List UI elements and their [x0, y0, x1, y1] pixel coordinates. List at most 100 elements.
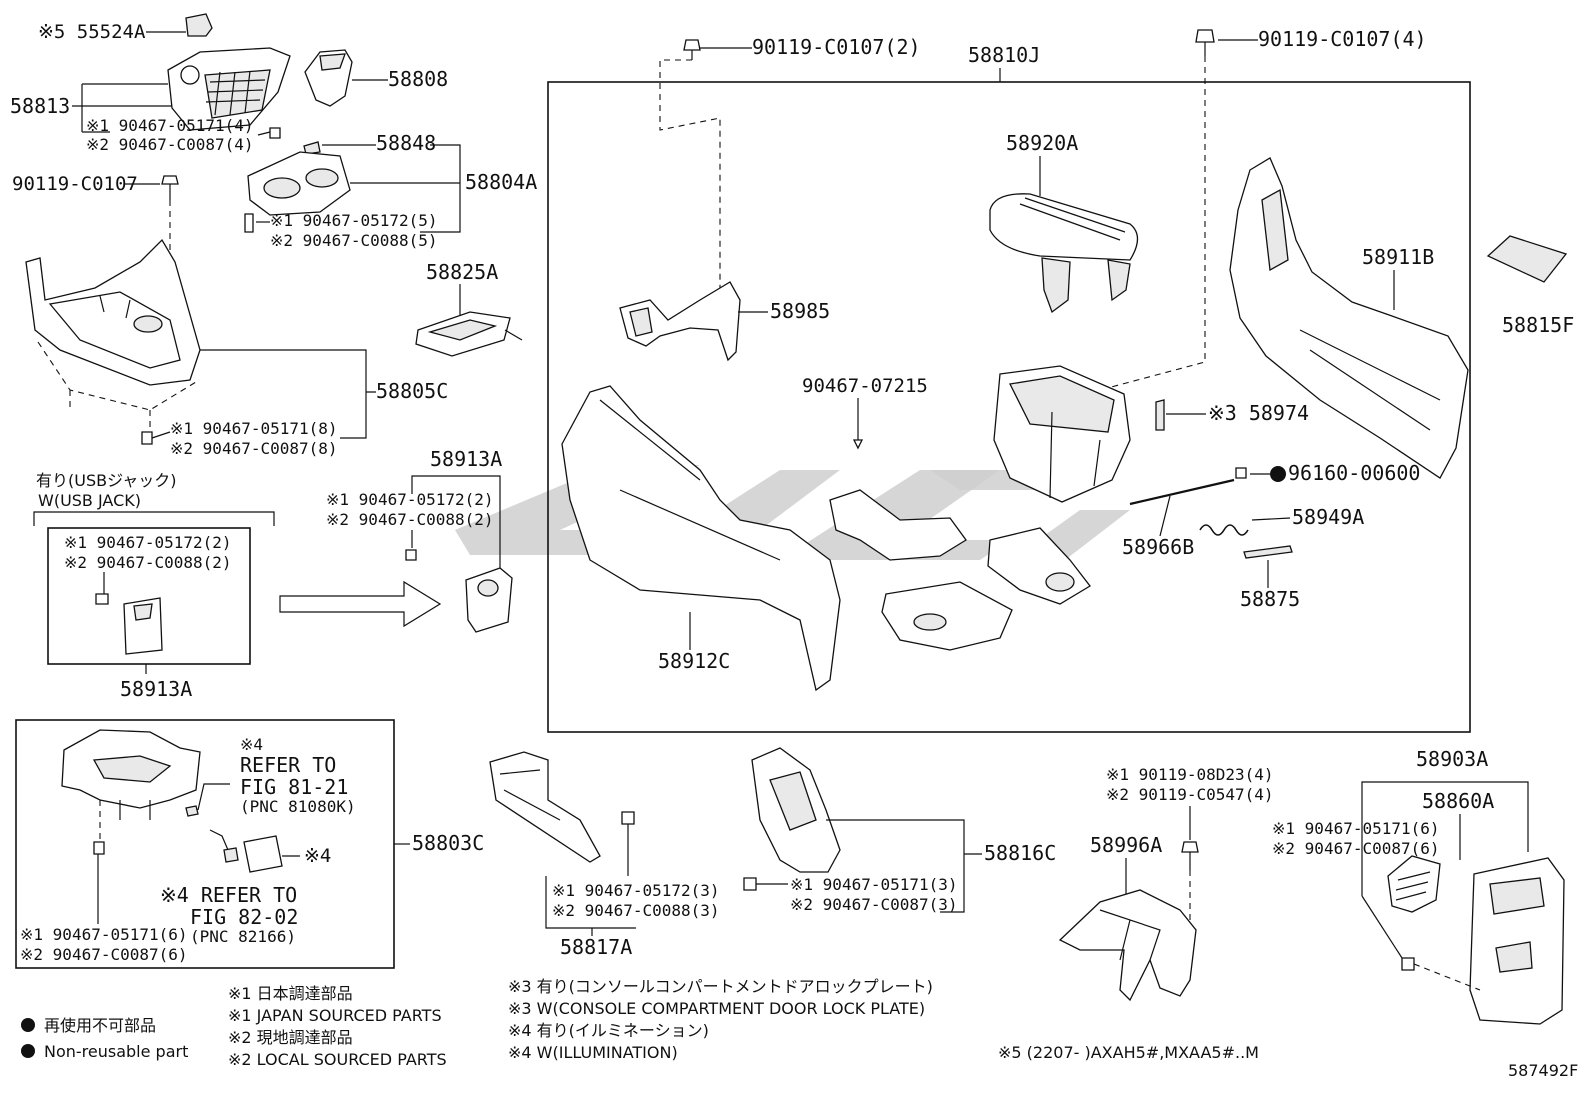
- note-4-jp: ※4 有り(イルミネーション): [508, 1021, 709, 1040]
- part-55524A-sketch: [185, 13, 213, 37]
- usb-jack-box: [47, 527, 251, 665]
- wire-illumination: [209, 829, 229, 851]
- arrow-right: [279, 580, 442, 628]
- clip-58803C: [93, 841, 105, 855]
- part-58949A-spring: [1199, 524, 1249, 536]
- label-58911B: 58911B: [1362, 245, 1434, 269]
- part-58813-sketch: [167, 47, 291, 139]
- label-58805C: 58805C: [376, 379, 448, 403]
- legend-non-reusable-jp: 再使用不可部品: [44, 1016, 156, 1035]
- part-58808-sketch: [304, 49, 353, 107]
- label-58920A: 58920A: [1006, 131, 1078, 155]
- label-58804A: 58804A: [465, 170, 537, 194]
- label-58848: 58848: [376, 131, 436, 155]
- label-58804A-clip-1: ※1 90467-05172(5): [270, 211, 438, 230]
- refer1-line-b: FIG 81-21: [240, 775, 348, 799]
- part-58804A-sketch: [244, 151, 351, 233]
- part-58816C-sketch: [751, 747, 841, 873]
- part-58911B-sketch: [1229, 157, 1469, 479]
- label-58817A-clip-1: ※1 90467-05172(3): [552, 881, 720, 900]
- part-58860A-vent-sketch: [1387, 855, 1441, 913]
- label-58804A-clip-2: ※2 90467-C0088(5): [270, 231, 438, 250]
- part-58803C-sketch: [61, 729, 201, 820]
- label-58949A: 58949A: [1292, 505, 1364, 529]
- clip-90467-07215: [852, 439, 864, 450]
- clip-58913A: [405, 549, 417, 561]
- label-58816C-clip-1: ※1 90467-05171(3): [790, 875, 958, 894]
- label-58985: 58985: [770, 299, 830, 323]
- label-58817A-clip-2: ※2 90467-C0088(3): [552, 901, 720, 920]
- usb-clip-1: ※1 90467-05172(2): [64, 533, 232, 552]
- label-58996A: 58996A: [1090, 833, 1162, 857]
- part-58913A-sketch: [465, 567, 513, 633]
- label-55524A: ※5 55524A: [38, 21, 146, 43]
- note-3-en: ※3 W(CONSOLE COMPARTMENT DOOR LOCK PLATE…: [508, 999, 925, 1018]
- legend-dot-en: [21, 1044, 35, 1058]
- part-58985-sketch: [619, 281, 741, 362]
- label-58816C-clip-2: ※2 90467-C0087(3): [790, 895, 958, 914]
- legend-non-reusable-en: Non-reusable part: [44, 1042, 188, 1061]
- label-58913A-clip-2: ※2 90467-C0088(2): [326, 510, 494, 529]
- clip-96160: [1235, 467, 1247, 479]
- label-58860A: 58860A: [1422, 789, 1494, 813]
- part-58996A-sketch: [1058, 889, 1197, 1002]
- part-58912C-sketch: [561, 385, 841, 692]
- label-58996A-bolt-2: ※2 90119-C0547(4): [1106, 785, 1274, 804]
- label-58860A-clip-1: ※1 90467-05171(6): [1272, 819, 1440, 838]
- label-58974: ※3 58974: [1208, 401, 1309, 425]
- non-reusable-dot-96160: [1270, 466, 1286, 482]
- clip-58817A: [621, 811, 635, 825]
- bolt-90119-58996A: [1181, 841, 1199, 870]
- label-58913A: 58913A: [430, 447, 502, 471]
- label-58813: 58813: [10, 94, 70, 118]
- bolt-90119-top-4: [1195, 29, 1215, 56]
- part-58848-sketch: [303, 141, 321, 155]
- label-90119-top-2: 90119-C0107(2): [752, 35, 921, 59]
- note-1-en: ※1 JAPAN SOURCED PARTS: [228, 1006, 442, 1025]
- note-5: ※5 (2207- )AXAH5#,MXAA5#..M: [998, 1043, 1259, 1062]
- bolt-90119-left: [161, 175, 179, 200]
- label-58813-clip-1: ※1 90467-05171(4): [86, 116, 254, 135]
- label-58860A-clip-2: ※2 90467-C0087(6): [1272, 839, 1440, 858]
- refer2-line-c: (PNC 82166): [190, 927, 296, 946]
- part-compartment-box-sketch: [993, 365, 1131, 503]
- usb-jack-jp: 有り(USBジャック): [36, 471, 177, 490]
- label-58815F: 58815F: [1502, 313, 1574, 337]
- usb-jack-en: W(USB JACK): [38, 491, 141, 510]
- refer2-line-b: FIG 82-02: [190, 905, 298, 929]
- label-58825A: 58825A: [426, 260, 498, 284]
- note-2-jp: ※2 現地調達部品: [228, 1028, 353, 1047]
- label-58817A: 58817A: [560, 935, 632, 959]
- label-58805C-clip-1: ※1 90467-05171(8): [170, 419, 338, 438]
- part-58817A-sketch: [489, 751, 601, 863]
- label-90119-top-4: 90119-C0107(4): [1258, 27, 1427, 51]
- label-90119-C0107-left: 90119-C0107: [12, 173, 138, 195]
- label-58912C: 58912C: [658, 649, 730, 673]
- part-ducts-sketch: [829, 489, 1091, 651]
- label-usb-58913A: 58913A: [120, 677, 192, 701]
- label-58803C: 58803C: [412, 831, 484, 855]
- clip-58816C: [743, 877, 757, 891]
- label-58913A-clip-1: ※1 90467-05172(2): [326, 490, 494, 509]
- label-58816C: 58816C: [984, 841, 1056, 865]
- refer2-mark: ※4: [304, 845, 331, 867]
- figure-code: 587492F: [1508, 1061, 1578, 1080]
- refer1-line-a: REFER TO: [240, 753, 336, 777]
- label-58813-clip-2: ※2 90467-C0087(4): [86, 135, 254, 154]
- label-58903A: 58903A: [1416, 747, 1488, 771]
- connector-illumination-1: [185, 805, 199, 817]
- note-4-en: ※4 W(ILLUMINATION): [508, 1043, 678, 1062]
- part-58825A-sketch: [415, 311, 523, 357]
- refer1-line-c: (PNC 81080K): [240, 797, 356, 816]
- part-illumination-unit: [243, 835, 283, 873]
- usb-clip-sketch: [95, 593, 109, 605]
- legend-dot-jp: [21, 1018, 35, 1032]
- label-58808: 58808: [388, 67, 448, 91]
- label-58966B: 58966B: [1122, 535, 1194, 559]
- clip-58860A: [1401, 957, 1415, 971]
- note-2-en: ※2 LOCAL SOURCED PARTS: [228, 1050, 447, 1069]
- label-90467-07215: 90467-07215: [802, 375, 928, 397]
- usb-panel-sketch: [123, 597, 163, 655]
- note-1-jp: ※1 日本調達部品: [228, 984, 353, 1003]
- label-58803C-clip-1: ※1 90467-05171(6): [20, 925, 188, 944]
